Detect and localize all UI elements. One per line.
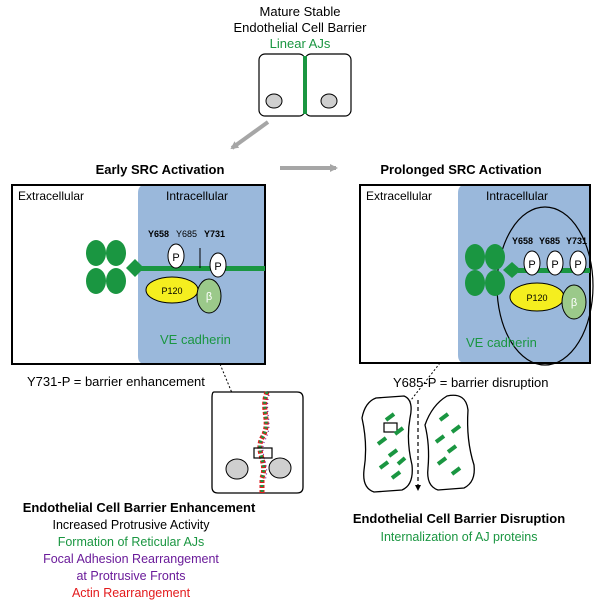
svg-text:β: β	[571, 297, 577, 309]
prolonged-y685: Y685	[539, 236, 560, 246]
enhancement-line3: Focal Adhesion Rearrangement	[43, 552, 219, 566]
svg-text:P: P	[528, 259, 535, 271]
early-cadherin-domain	[86, 240, 106, 266]
header-line2: Endothelial Cell Barrier	[234, 20, 368, 35]
early-membrane-tail	[140, 266, 265, 271]
early-beta-catenin	[196, 278, 222, 314]
header-line1: Mature Stable	[260, 4, 341, 19]
disruption-title: Endothelial Cell Barrier Disruption	[353, 511, 565, 526]
linear-ajs-label: Linear AJs	[270, 36, 331, 51]
enhancement-cells-icon	[211, 391, 304, 494]
arrow-to-early	[230, 120, 270, 150]
prolonged-cadherin-domain	[485, 270, 505, 296]
enhancement-line1: Increased Protrusive Activity	[52, 518, 210, 532]
early-ve-cadherin: VE cadherin	[160, 332, 231, 347]
prolonged-y731: Y731	[566, 236, 587, 246]
prolonged-p-site-2	[546, 250, 564, 276]
prolonged-cadherin-domain	[465, 270, 485, 296]
early-intracellular-label: Intracellular	[166, 189, 228, 203]
early-equation: Y731-P = barrier enhancement	[27, 374, 205, 389]
enhancement-line4: at Protrusive Fronts	[76, 569, 185, 583]
prolonged-panel: Extracellular Intracellular Y658 Y685 Y7…	[359, 184, 594, 366]
prolonged-title: Prolonged SRC Activation	[380, 162, 541, 177]
mature-cells-icon	[258, 53, 352, 117]
prolonged-extracellular-label: Extracellular	[366, 189, 432, 203]
early-extracellular-label: Extracellular	[18, 189, 84, 203]
enhancement-line5: Actin Rearrangement	[72, 586, 191, 600]
disruption-cells-icon	[361, 394, 475, 493]
prolonged-cadherin-domain	[485, 244, 505, 270]
prolonged-p-site-3	[569, 250, 587, 276]
prolonged-intracellular-label: Intracellular	[486, 189, 548, 203]
early-p-site-1	[167, 243, 185, 269]
prolonged-p-site-1	[523, 250, 541, 276]
prolonged-equation: Y685-P = barrier disruption	[393, 375, 549, 390]
early-title: Early SRC Activation	[96, 162, 225, 177]
early-cadherin-domain	[106, 240, 126, 266]
prolonged-y658: Y658	[512, 236, 533, 246]
svg-text:P120: P120	[161, 286, 182, 296]
early-cadherin-domain	[86, 268, 106, 294]
early-diamond	[126, 259, 144, 277]
early-y685: Y685	[176, 229, 197, 239]
svg-text:P120: P120	[526, 293, 547, 303]
early-cadherin-domain	[106, 268, 126, 294]
prolonged-diamond	[503, 262, 521, 278]
enhancement-line2: Formation of Reticular AJs	[58, 535, 205, 549]
svg-text:P: P	[574, 259, 581, 271]
svg-text:β: β	[206, 291, 212, 303]
enhancement-title: Endothelial Cell Barrier Enhancement	[23, 500, 256, 515]
svg-text:P: P	[551, 259, 558, 271]
prolonged-beta-catenin	[561, 284, 587, 320]
disruption-line1: Internalization of AJ proteins	[380, 530, 537, 544]
early-y731: Y731	[204, 229, 225, 239]
prolonged-ve-cadherin: VE cadherin	[466, 335, 537, 350]
svg-text:P: P	[172, 252, 179, 264]
early-p-site-2	[209, 252, 227, 278]
early-panel: Extracellular Intracellular Y658 Y685 Y7…	[11, 184, 266, 365]
early-y658: Y658	[148, 229, 169, 239]
prolonged-cadherin-domain	[465, 244, 485, 270]
prolonged-zoom-line	[392, 362, 441, 424]
svg-text:P: P	[214, 261, 221, 273]
